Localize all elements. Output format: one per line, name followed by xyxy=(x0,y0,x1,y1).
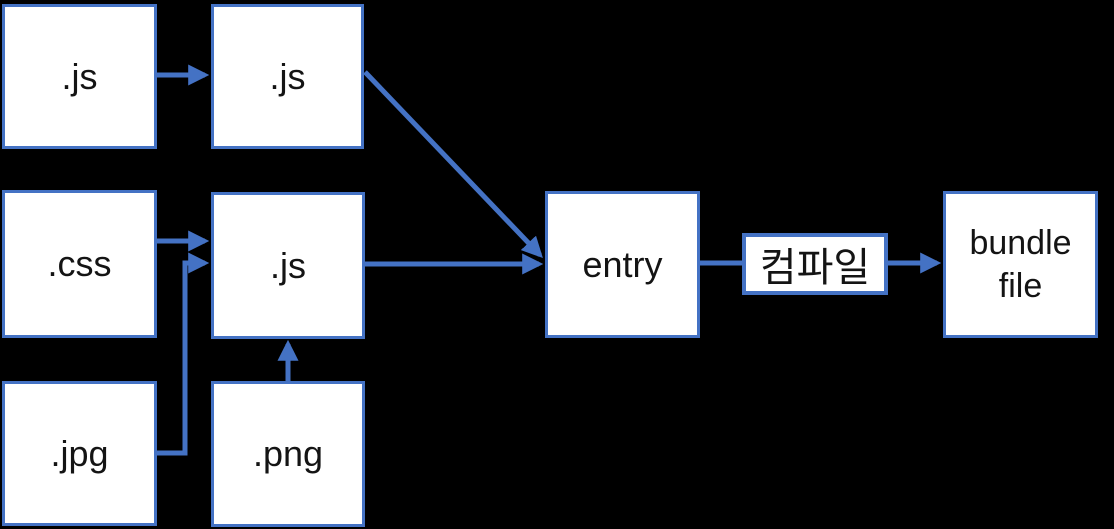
node-png-label: .png xyxy=(252,433,324,474)
node-jpg: .jpg xyxy=(2,381,157,526)
node-bundle-file: bundle file xyxy=(943,191,1098,338)
node-jpg-label: .jpg xyxy=(50,432,109,474)
node-js-top-left-label: .js xyxy=(61,55,98,97)
arrow-jpg-to-js-mid xyxy=(155,252,210,456)
node-entry-label: entry xyxy=(582,243,663,285)
node-compile-label: 컴파일 xyxy=(759,246,871,290)
node-bundle-file-label: bundle file xyxy=(969,224,1072,305)
node-js-mid: .js xyxy=(211,192,365,339)
node-png: .png xyxy=(211,381,365,527)
node-entry: entry xyxy=(545,191,700,338)
node-compile: 컴파일 xyxy=(742,233,888,295)
node-js-top-left: .js xyxy=(2,4,157,149)
node-css: .css xyxy=(2,190,157,338)
node-js-mid-label: .js xyxy=(270,244,306,286)
node-css-label: .css xyxy=(47,243,112,284)
node-js-top-mid: .js xyxy=(211,4,364,149)
node-js-top-mid-label: .js xyxy=(269,55,306,97)
arrow-js-top-mid-to-entry xyxy=(363,70,543,259)
